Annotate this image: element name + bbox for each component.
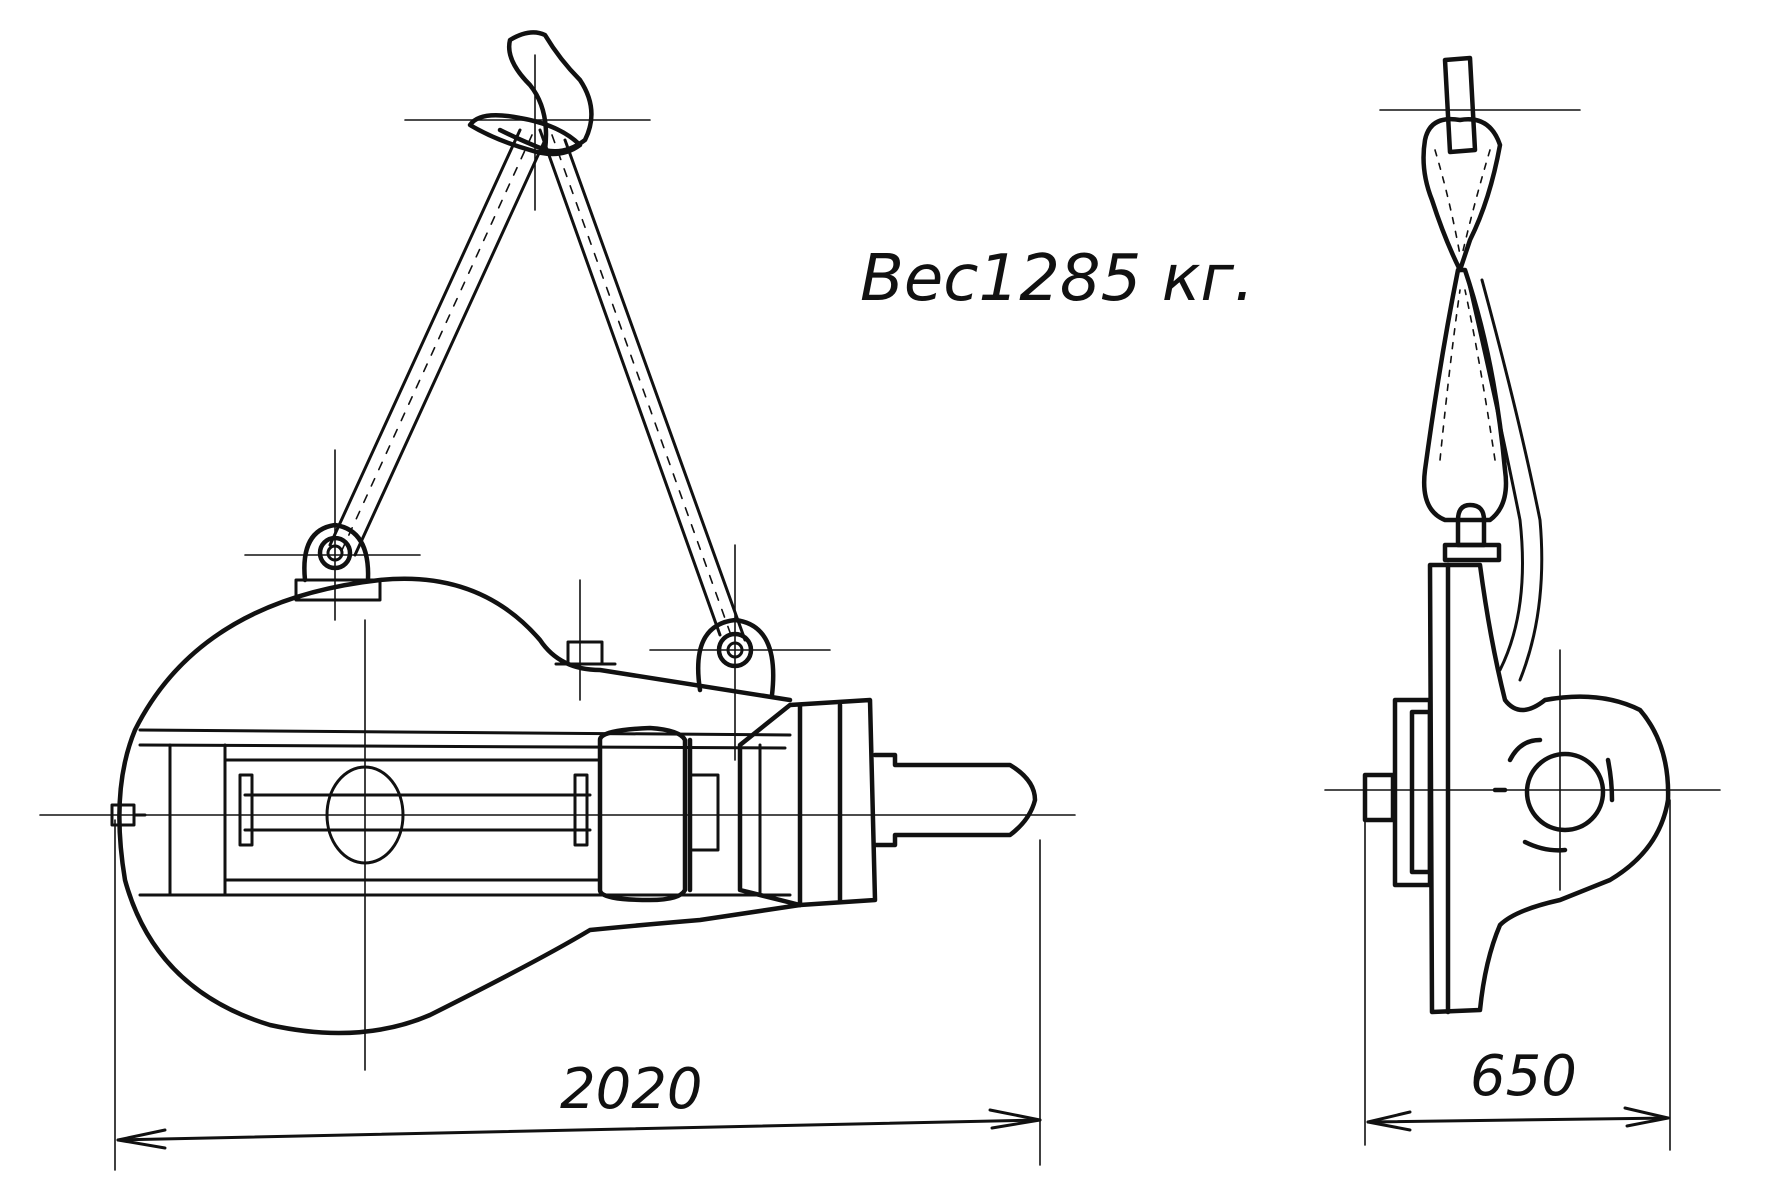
width-dimension-label: 650 xyxy=(1470,1044,1577,1109)
dimension-width: 650 xyxy=(1364,799,1671,1151)
side-main-plate xyxy=(1427,562,1671,1015)
motor-drum xyxy=(597,725,720,903)
left-end-bolt xyxy=(110,803,147,827)
side-hook-shank xyxy=(1442,55,1478,155)
side-lower-sling-hatch xyxy=(1439,289,1496,461)
side-upper-sling-hatch xyxy=(1434,149,1491,256)
crane-hook xyxy=(497,30,594,154)
centerlines-front xyxy=(39,54,1076,1071)
length-dimension-label: 2020 xyxy=(560,1057,703,1122)
housing-top-bolt xyxy=(554,640,617,666)
dimension-length: 2020 xyxy=(114,819,1042,1171)
side-upper-sling xyxy=(1421,116,1503,273)
front-view: 2020 xyxy=(39,30,1076,1171)
left-sling-rope xyxy=(328,128,547,557)
right-lifting-lug xyxy=(695,617,776,698)
right-sling-rope xyxy=(538,128,747,642)
shackle-eye xyxy=(467,112,583,157)
side-flange xyxy=(1362,697,1433,888)
side-top-lug xyxy=(1442,502,1502,563)
flange-block xyxy=(737,697,878,908)
output-shaft xyxy=(872,752,1038,848)
spring-shaft xyxy=(238,765,592,865)
inner-frame xyxy=(138,728,792,897)
side-outer-rope xyxy=(1466,278,1544,682)
gearbox-housing xyxy=(117,576,803,1036)
side-hub xyxy=(1492,737,1615,853)
side-view: 650 xyxy=(1324,55,1721,1151)
side-lower-sling xyxy=(1421,267,1509,523)
left-lifting-lug xyxy=(294,522,382,602)
weight-label: Вес1285 кг. xyxy=(860,242,1254,316)
